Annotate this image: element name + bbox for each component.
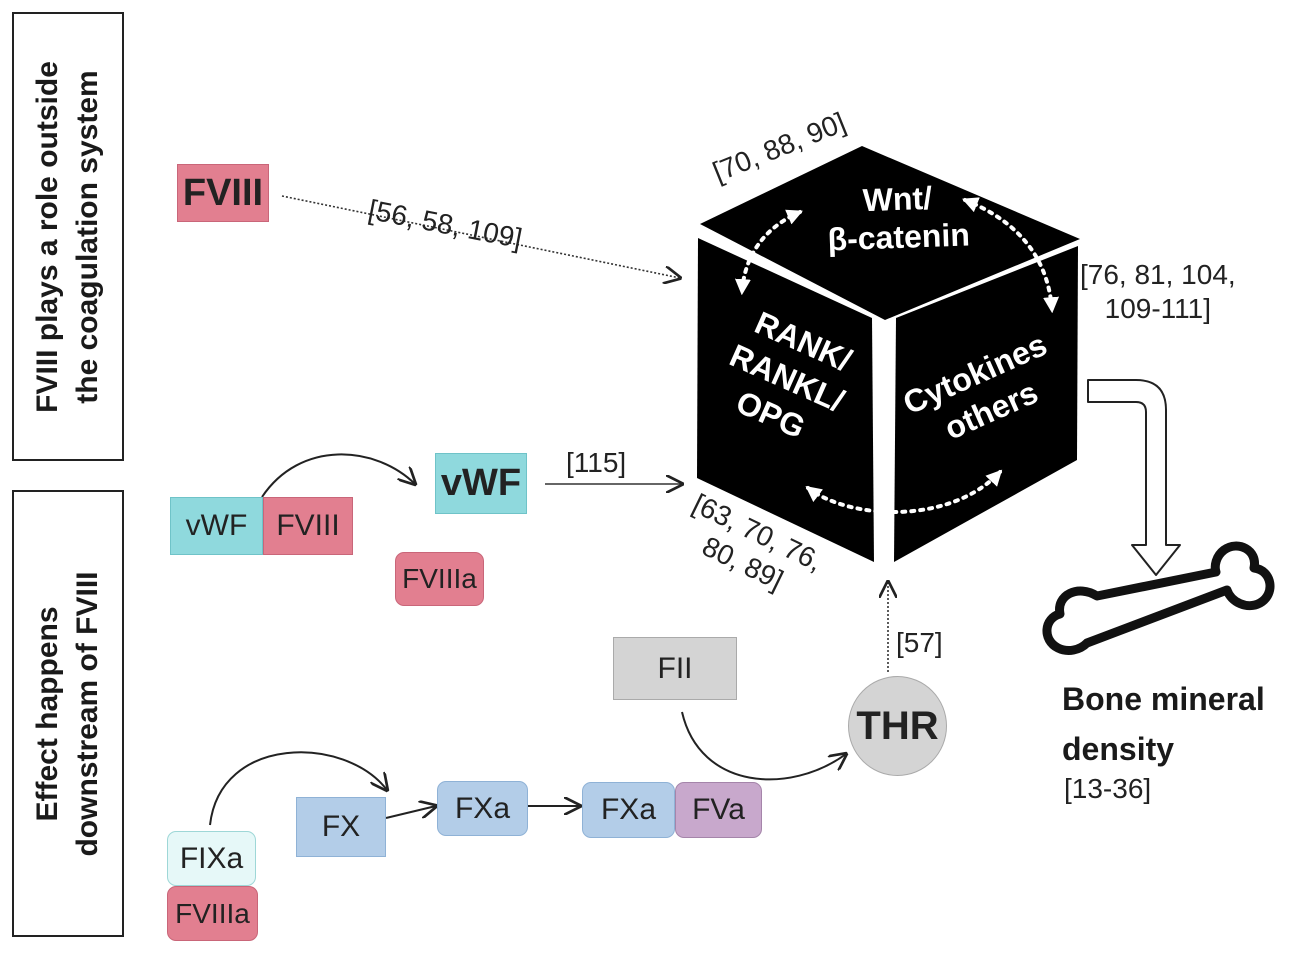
ref-thr-to-cube: [57] <box>896 627 943 658</box>
ref-cube-top-right: [76, 81, 104, 109-111] <box>1080 258 1236 325</box>
side-label-outside-coagulation: FVIII plays a role outside the coagulati… <box>12 12 124 461</box>
node-fviiia-2: FVIIIa <box>167 886 258 941</box>
cube-arrow-bottom <box>805 469 1003 514</box>
outcome-arrow <box>1087 379 1181 576</box>
arrow-complex-to-vwf <box>261 453 415 498</box>
node-fii: FII <box>613 637 737 700</box>
side-label-bottom-line2: downstream of FVIII <box>71 570 104 857</box>
cube-arrow-right <box>962 197 1060 314</box>
ref-cube-top-right-line2: 109-111] <box>1104 292 1212 324</box>
arrow-fixa-to-fx <box>209 751 387 826</box>
node-fviiia-1: FVIIIa <box>395 552 484 606</box>
node-fx: FX <box>296 797 386 857</box>
node-vwf-complex-fviii: FVIII <box>263 497 353 555</box>
outcome-label-line2: density <box>1062 731 1175 767</box>
side-label-downstream: Effect happens downstream of FVIII <box>12 490 124 937</box>
outcome-label-line1: Bone mineral <box>1062 681 1265 717</box>
node-fxa-complex: FXa <box>582 782 675 838</box>
bone-icon <box>1042 541 1275 655</box>
node-fva: FVa <box>675 782 762 838</box>
side-label-bottom-line1: Effect happens <box>31 605 64 822</box>
node-fviii: FVIII <box>177 164 269 222</box>
node-thr: THR <box>848 676 947 776</box>
cube-label-wnt: Wnt/ β-catenin <box>817 177 980 259</box>
outcome-label: Bone mineral density <box>1062 674 1265 774</box>
node-fixa: FIXa <box>167 831 256 886</box>
ref-cube-top-right-line1: [76, 81, 104, <box>1080 259 1236 290</box>
side-label-top-line1: FVIII plays a role outside <box>31 60 64 413</box>
ref-vwf-to-cube: [115] <box>566 447 627 478</box>
cube-arrow-top <box>734 209 803 296</box>
pathway-cube <box>697 146 1080 562</box>
node-vwf-complex-vwf: vWF <box>170 497 263 555</box>
arrow-fx-to-fxa <box>385 806 436 819</box>
side-label-top-line2: the coagulation system <box>71 69 104 404</box>
arrow-fii-to-thr <box>681 711 846 781</box>
cube-label-wnt-line2: β-catenin <box>826 216 971 258</box>
cube-label-wnt-line1: Wnt/ <box>862 179 933 219</box>
node-vwf: vWF <box>435 453 527 514</box>
node-fxa: FXa <box>437 781 528 836</box>
ref-bone: [13-36] <box>1064 773 1152 804</box>
